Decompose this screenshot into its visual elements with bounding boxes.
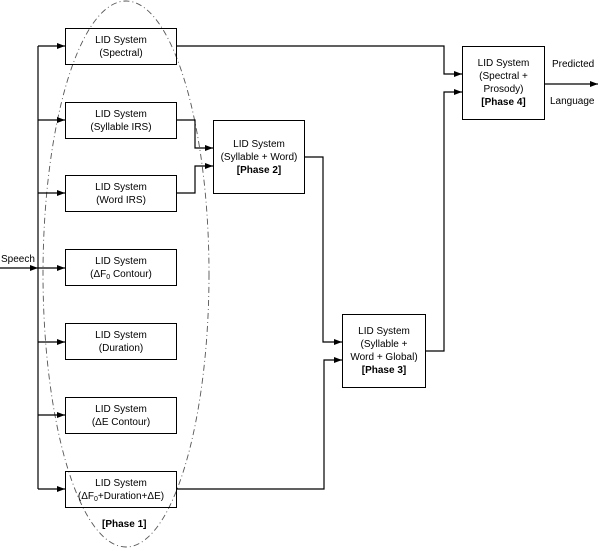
box-title: LID System — [477, 58, 530, 69]
lid-phase2-box: LID System (Syllable + Word) [Phase 2] — [213, 120, 305, 194]
box-subtitle: (Word IRS) — [96, 194, 146, 206]
lid-energy-contour-box: LID System (ΔE Contour) — [65, 397, 177, 434]
box-title: LID System — [95, 34, 147, 46]
phase-label: [Phase 4] — [481, 97, 526, 108]
phase-label: [Phase 3] — [361, 365, 407, 376]
box-subtitle: (Duration) — [98, 342, 144, 354]
box-subtitle: (Syllable IRS) — [90, 121, 152, 133]
lid-f0-contour-box: LID System (ΔF0 Contour) — [65, 249, 177, 286]
box-subtitle-line1: (Syllable + — [360, 339, 408, 350]
box-title: LID System — [95, 403, 147, 415]
box-subtitle-line2: Prosody) — [483, 84, 524, 95]
lid-phase3-box: LID System (Syllable + Word + Global) [P… — [342, 314, 426, 388]
box-title: LID System — [358, 326, 410, 337]
box-subtitle-line1: (Spectral + — [479, 71, 528, 82]
output-label-language: Language — [550, 96, 595, 107]
box-subtitle: (Spectral) — [99, 47, 143, 59]
speech-label: Speech — [1, 254, 35, 265]
lid-combined-prosody-box: LID System (ΔF0+Duration+ΔE) — [65, 471, 177, 508]
box-subtitle: (ΔF0+Duration+ΔE) — [77, 490, 165, 503]
box-subtitle: (ΔF0 Contour) — [90, 268, 152, 281]
phase1-ellipse — [42, 0, 210, 548]
lid-duration-box: LID System (Duration) — [65, 323, 177, 360]
box-title: LID System — [95, 108, 147, 120]
box-title: LID System — [95, 255, 147, 267]
output-label-predicted: Predicted — [552, 59, 595, 70]
phase-label: [Phase 2] — [236, 164, 282, 176]
box-subtitle-line2: Word + Global) — [350, 352, 418, 363]
box-title: LID System — [95, 477, 147, 489]
box-title: LID System — [95, 181, 147, 193]
phase1-label: [Phase 1] — [102, 519, 147, 530]
box-subtitle: (ΔE Contour) — [91, 416, 151, 428]
lid-word-irs-box: LID System (Word IRS) — [65, 175, 177, 212]
lid-phase4-box: LID System (Spectral + Prosody) [Phase 4… — [462, 46, 545, 120]
box-title: LID System — [233, 138, 285, 150]
box-subtitle: (Syllable + Word) — [220, 151, 298, 163]
lid-syllable-irs-box: LID System (Syllable IRS) — [65, 102, 177, 139]
box-title: LID System — [95, 329, 147, 341]
lid-spectral-box: LID System (Spectral) — [65, 28, 177, 65]
